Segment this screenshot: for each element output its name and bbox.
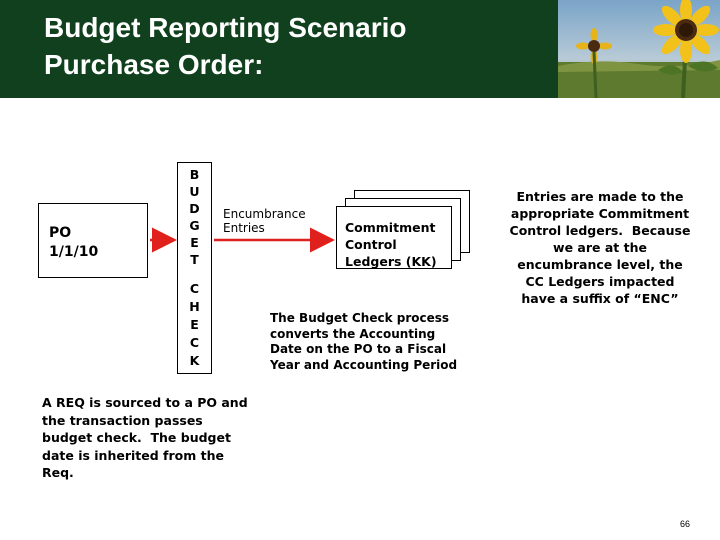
page-number: 66 xyxy=(680,519,691,529)
budget-check-letter: U xyxy=(189,184,200,199)
budget-check-letter: E xyxy=(190,235,199,250)
budget-check-letter: E xyxy=(190,317,199,332)
slide-title-line-2: Purchase Order: xyxy=(44,49,264,80)
commitment-control-ledgers-box: Commitment Control Ledgers (KK) xyxy=(336,206,452,269)
sunflower-photo xyxy=(558,0,720,98)
po-box: PO 1/1/10 xyxy=(38,203,148,278)
budget-check-letter: C xyxy=(189,281,200,296)
po-label: PO 1/1/10 xyxy=(49,224,98,262)
cc-ledger-note: Entries are made to the appropriate Comm… xyxy=(509,189,691,306)
budget-check-letter: K xyxy=(189,353,200,368)
ledger-label: Commitment Control Ledgers (KK) xyxy=(345,220,437,269)
po-line-1: PO xyxy=(49,225,72,241)
budget-check-letter: B xyxy=(189,167,200,182)
budget-check-letter: D xyxy=(189,201,200,216)
budget-check-letter: G xyxy=(189,218,200,233)
slide-title-line-1: Budget Reporting Scenario xyxy=(44,12,407,43)
budget-check-letter: H xyxy=(189,299,200,314)
po-date: 1/1/10 xyxy=(49,244,99,260)
budget-check-letter: C xyxy=(189,335,200,350)
slide-header: Budget Reporting Scenario Purchase Order… xyxy=(0,0,720,98)
req-sourced-note: A REQ is sourced to a PO and the transac… xyxy=(42,395,248,480)
budget-check-box: B U D G E T C H E C K xyxy=(177,162,212,374)
encumbrance-entries-label: Encumbrance Entries xyxy=(223,207,306,235)
budget-check-process-note: The Budget Check process converts the Ac… xyxy=(270,311,458,372)
budget-check-letter: T xyxy=(190,252,199,267)
